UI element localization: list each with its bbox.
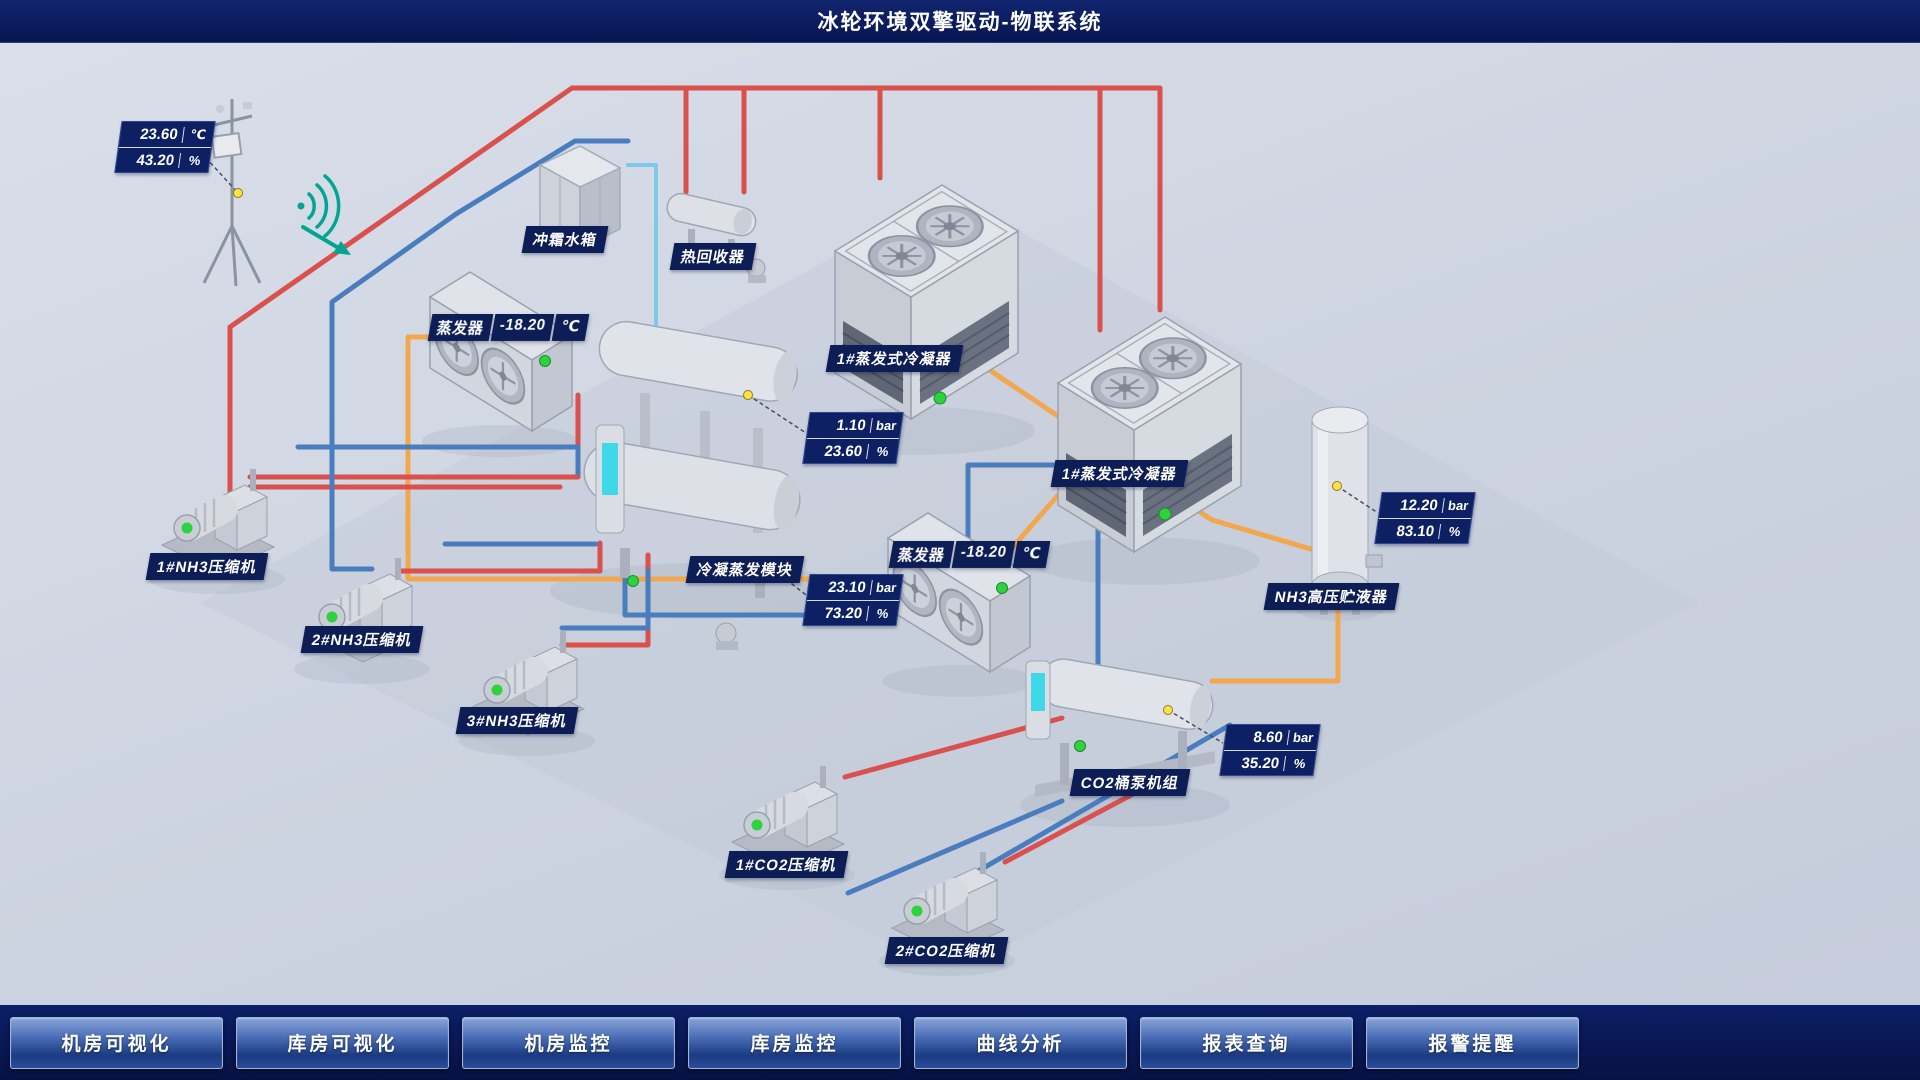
- module-bottom-level-value: 73.20: [823, 604, 864, 622]
- nh3-receiver-level-value: 83.10: [1395, 522, 1436, 540]
- readout-weather: 23.60℃ 43.20%: [114, 121, 216, 173]
- nav-alarm-reminder[interactable]: 报警提醒: [1366, 1016, 1579, 1069]
- evaporator-right-unit: [886, 512, 1032, 674]
- hot-gas-pipes-red: [227, 85, 1163, 865]
- header-bar: 冰轮环境双擎驱动-物联系统: [0, 0, 1920, 43]
- evaporator-left-label: 蒸发器: [427, 314, 493, 341]
- label-defrost-tank: 冲霜水箱: [521, 226, 609, 253]
- label-cond-evap-module: 冷凝蒸发模块: [685, 556, 805, 583]
- module-bottom-pressure-value: 23.10: [827, 579, 867, 596]
- condenser-2-fan-icon: [1138, 337, 1207, 380]
- sensor-dot: [743, 390, 753, 400]
- evaporator-left-temp-value: -18.20: [490, 314, 555, 341]
- module-bottom-pressure-unit: bar: [869, 580, 902, 595]
- status-dot-green: [539, 355, 551, 367]
- status-dot-green: [996, 582, 1008, 594]
- co2-pump-pressure-value: 8.60: [1252, 729, 1284, 746]
- condenser-2-fan-icon: [1090, 366, 1159, 409]
- heat-recovery-unit: [666, 192, 766, 283]
- nav-machine-room-visualization[interactable]: 机房可视化: [10, 1016, 223, 1069]
- status-dots: [539, 355, 1172, 752]
- co2-pump-pressure-unit: bar: [1286, 730, 1319, 745]
- level-gauge: [602, 443, 618, 495]
- module-bottom-level-unit: %: [866, 605, 899, 621]
- evaporator-left-unit: [428, 271, 574, 433]
- label-nh3-compressor-1: 1#NH3压缩机: [145, 553, 269, 580]
- evaporator-fan-icon: [480, 347, 526, 405]
- weather-temp-value: 23.60: [139, 126, 179, 143]
- level-gauge: [1031, 673, 1045, 711]
- label-co2-pump-unit: CO2桶泵机组: [1069, 769, 1191, 796]
- status-dot-green: [1074, 740, 1086, 752]
- evaporator-right-temp-unit: ℃: [1012, 541, 1051, 568]
- module-top-level-unit: %: [866, 443, 899, 459]
- nav-curve-analysis[interactable]: 曲线分析: [914, 1016, 1127, 1069]
- label-co2-compressor-2: 2#CO2压缩机: [884, 937, 1008, 964]
- nav-report-query[interactable]: 报表查询: [1140, 1016, 1353, 1069]
- module-top-pressure-value: 1.10: [835, 417, 867, 434]
- weather-humidity-unit: %: [178, 152, 211, 168]
- evaporator-fan-icon: [892, 559, 937, 618]
- evaporator-right-label: 蒸发器: [888, 541, 954, 568]
- evaporator-right-temp-value: -18.20: [951, 541, 1016, 568]
- evaporator-left-status: 蒸发器 -18.20 ℃: [427, 314, 590, 341]
- nav-warehouse-monitor[interactable]: 库房监控: [688, 1016, 901, 1069]
- condenser-1-fan-icon: [915, 205, 984, 248]
- weather-temp-unit: ℃: [181, 126, 214, 143]
- weather-station: [202, 99, 262, 287]
- evaporative-condenser-1: [833, 184, 1020, 421]
- nh3-receiver-level-unit: %: [1438, 523, 1471, 539]
- wifi-icon: [297, 174, 351, 255]
- sensor-dot: [1332, 481, 1342, 491]
- status-dot-green: [627, 575, 639, 587]
- status-dot-green: [1158, 507, 1172, 521]
- process-diagram: [0, 85, 1700, 976]
- co2-pump-level-value: 35.20: [1240, 754, 1281, 772]
- co2-pump-level-unit: %: [1283, 755, 1316, 771]
- evaporative-condenser-2: [1056, 316, 1243, 554]
- page-title: 冰轮环境双擎驱动-物联系统: [817, 11, 1103, 34]
- module-top-pressure-unit: bar: [869, 418, 902, 433]
- label-heat-recovery: 热回收器: [669, 243, 757, 270]
- evaporator-right-status: 蒸发器 -18.20 ℃: [888, 541, 1051, 568]
- evaporator-left-temp-unit: ℃: [551, 314, 590, 341]
- bottom-nav: 机房可视化 库房可视化 机房监控 库房监控 曲线分析 报表查询 报警提醒: [0, 1005, 1920, 1080]
- label-condenser-1: 1#蒸发式冷凝器: [825, 345, 964, 372]
- nh3-receiver-pressure-unit: bar: [1441, 498, 1474, 513]
- nav-machine-room-monitor[interactable]: 机房监控: [462, 1016, 675, 1069]
- label-condenser-2: 1#蒸发式冷凝器: [1050, 460, 1189, 487]
- sensor-dot: [233, 188, 243, 198]
- nav-warehouse-visualization[interactable]: 库房可视化: [236, 1016, 449, 1069]
- weather-humidity-value: 43.20: [135, 151, 176, 169]
- cond-evap-module-vessels: [583, 320, 801, 650]
- condenser-1-fan-icon: [867, 234, 936, 277]
- sensor-dot: [1163, 705, 1173, 715]
- module-top-level-value: 23.60: [823, 442, 864, 460]
- status-dot-green: [933, 391, 947, 405]
- label-nh3-receiver: NH3高压贮液器: [1263, 583, 1400, 610]
- label-co2-compressor-1: 1#CO2压缩机: [724, 851, 848, 878]
- label-nh3-compressor-2: 2#NH3压缩机: [300, 626, 424, 653]
- label-nh3-compressor-3: 3#NH3压缩机: [455, 707, 579, 734]
- nh3-receiver-pressure-value: 12.20: [1399, 497, 1439, 514]
- evaporator-fan-icon: [938, 588, 984, 646]
